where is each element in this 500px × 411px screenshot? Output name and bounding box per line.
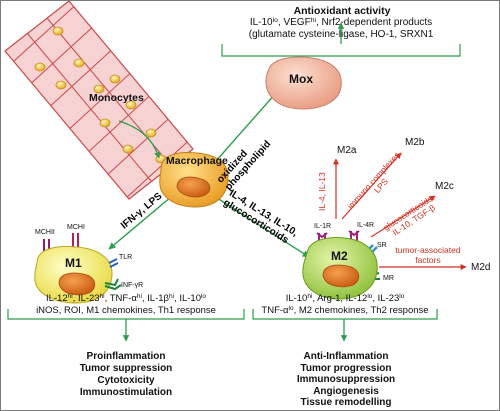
m1-function-item: Tumor suppression (79, 363, 173, 374)
monocyte-cell (109, 74, 121, 84)
m2-cell (302, 230, 380, 300)
monocyte-cell (93, 84, 105, 94)
m1-function-item: Immunostimulation (79, 387, 173, 398)
mr-label: MR (383, 275, 394, 282)
monocyte-cell (99, 118, 111, 128)
m1-label: M1 (65, 256, 82, 270)
il4r-label: IL-4R (357, 222, 375, 229)
monocyte-cell (145, 128, 157, 138)
monocyte-cell (55, 80, 67, 90)
m2-profile-line2: TNF-αlo, M2 chemokines, Th2 response (261, 305, 429, 316)
mox-products-line1: IL-10lo, VEGFhi, Nrf2-dependent products (249, 16, 433, 28)
monocyte-cell (125, 100, 137, 110)
antioxidant-bracket (221, 22, 461, 57)
m2c-arrow (370, 195, 436, 238)
m2-function-item: Immunosuppression (296, 374, 396, 385)
m2-function-item: Tissue remodelling (300, 397, 392, 408)
m2-bracket (252, 309, 438, 342)
infr-label: INF-γR (121, 282, 144, 289)
m2-function-item: Angiogenesis (313, 385, 379, 397)
il1r-label: IL-1R (314, 223, 332, 230)
tlr-label: TLR (119, 254, 133, 261)
mchi-label: MCHI (67, 224, 85, 231)
mox-cell (265, 56, 342, 110)
infr-receptor (104, 278, 122, 291)
m1-function-item: Cytotoxicity (97, 375, 155, 386)
m1-cell (34, 233, 122, 304)
m2b-label: M2b (405, 137, 425, 148)
m1-functions: Proinflammation Tumor suppression Cytoto… (61, 351, 191, 399)
monocyte-cell (34, 62, 46, 72)
antioxidant-activity-label: Antioxidant activity (293, 5, 391, 17)
macrophage-to-m2-arrow (213, 195, 310, 258)
m2a-label: M2a (337, 145, 357, 156)
m1-function-item: Proinflammation (86, 351, 166, 362)
m1-profile-line1: IL-12hi, IL-23hi, TNF-αhi, IL-1βhi, IL-1… (45, 293, 207, 304)
m2d-inducer-label: tumor-associated factors (395, 245, 461, 265)
mchii-label: MCHII (35, 229, 55, 236)
m2-function-item: Anti-Inflammation (303, 351, 389, 362)
mchi-receptor (72, 233, 79, 247)
tlr-receptor (108, 258, 119, 268)
m2a-inducer-label: IL-4, IL-13 (317, 172, 327, 211)
m2b-arrow (341, 152, 402, 220)
monocytes-label: Monocytes (89, 92, 144, 104)
m2-profile-line1: IL-10hi, Arg-1, IL-12lo, IL-23lo (285, 293, 405, 304)
m2-label: M2 (331, 249, 348, 263)
m2c-label: M2c (435, 181, 454, 192)
monocyte-to-macrophage-arrow (118, 120, 161, 159)
macrophage-cell (159, 152, 229, 208)
mox-label: Mox (289, 72, 313, 86)
mox-products-line2: (glutamate cysteine-ligase, HO-1, SRXN1 (248, 29, 434, 40)
macrophage-label: Macrophage (166, 155, 228, 167)
monocyte-cell (122, 144, 134, 154)
m2-function-item: Tumor progression (300, 362, 392, 374)
sr-label: SR (377, 242, 387, 249)
monocyte-cell (52, 26, 64, 36)
m1-profile-line2: iNOS, ROI, M1 chemokines, Th1 response (36, 305, 216, 316)
macrophage-to-m1-arrow (108, 196, 172, 250)
m2d-label: M2d (471, 262, 491, 273)
monocyte-cell (73, 58, 85, 68)
m2-functions: Anti-Inflammation Tumor progression Immu… (281, 351, 411, 409)
m1-bracket (7, 309, 245, 342)
